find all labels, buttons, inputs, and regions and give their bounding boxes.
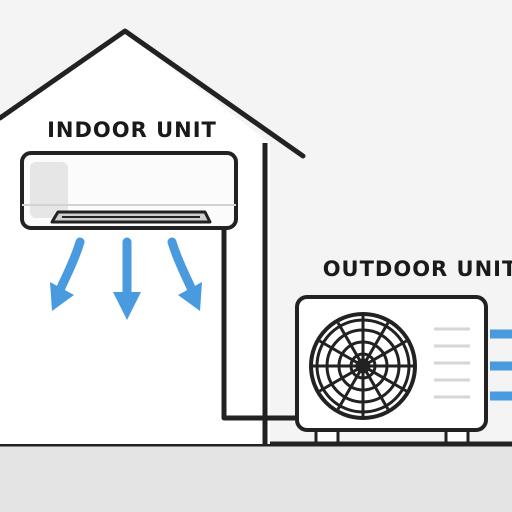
outdoor-unit-label: OUTDOOR UNIT (323, 257, 512, 281)
house-outline-icon (0, 28, 306, 444)
exhaust-airflow (490, 329, 512, 401)
arrow-down-icon (113, 237, 141, 320)
refrigerant-pipe (221, 222, 300, 421)
ground (0, 444, 512, 512)
fan-grille (313, 316, 413, 416)
indoor-unit-label: INDOOR UNIT (47, 118, 217, 142)
wall-mounted-ac-icon (20, 151, 238, 230)
arrow-down-icon (167, 237, 202, 311)
arrow-down-icon (50, 237, 85, 311)
airflow-arrows (50, 237, 202, 320)
condenser-fan-icon (295, 295, 488, 445)
